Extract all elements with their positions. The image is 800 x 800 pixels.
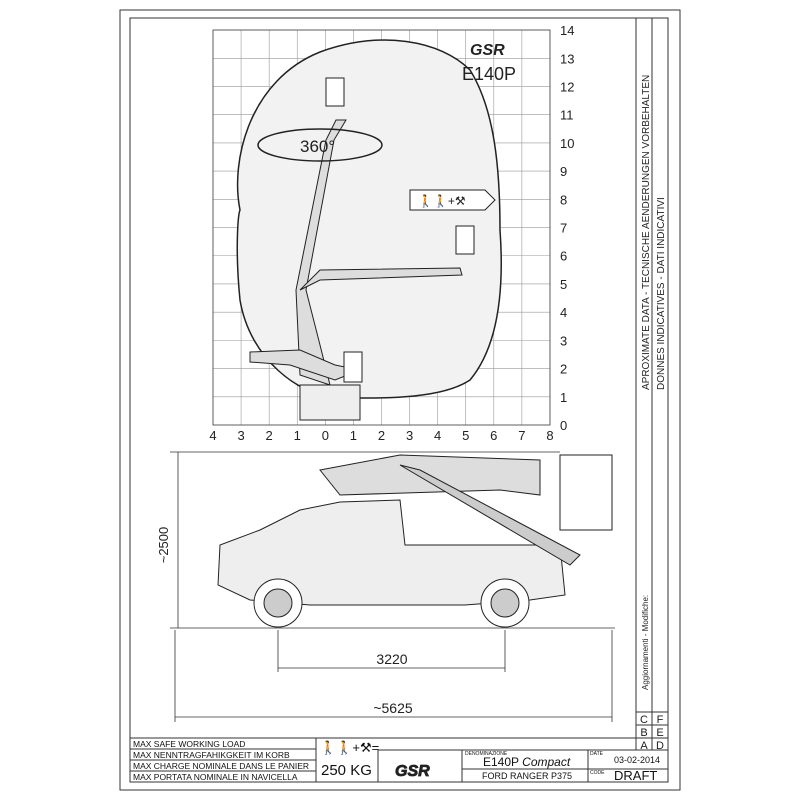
y-tick-label: 1 (560, 390, 567, 405)
boom-silhouettes (249, 77, 475, 421)
boom-vertical (295, 119, 347, 386)
load-label-fr: MAX CHARGE NOMINALE DANS LE PANIER (133, 761, 310, 771)
revision-letter: E (656, 727, 663, 739)
x-tick-label: 2 (378, 428, 385, 443)
x-tick-label: 6 (490, 428, 497, 443)
basket-top (325, 77, 345, 107)
gsr-logo: GSR (395, 763, 430, 780)
code-value: DRAFT (614, 768, 658, 783)
modifications-label: Aggiornamenti - Modifiche: (641, 595, 650, 690)
rotation-label: 360° (300, 137, 335, 156)
y-tick-label: 2 (560, 362, 567, 377)
basket-low (343, 351, 363, 383)
vehicle-name: FORD RANGER P375 (482, 771, 573, 781)
load-label-de: MAX NENNTRAGFAHIKGKEIT IM KORB (133, 750, 290, 760)
date-value: 03-02-2014 (614, 755, 661, 765)
x-tick-label: 4 (434, 428, 441, 443)
y-tick-label: 11 (560, 108, 574, 123)
boom-horizontal (299, 267, 463, 291)
height-dimension: ~2500 (156, 527, 171, 564)
x-axis-ticks: 4 3 2 1 0 1 2 3 4 5 6 7 8 (209, 428, 553, 443)
load-label-en: MAX SAFE WORKING LOAD (133, 739, 246, 749)
length-dimension: ~5625 (373, 700, 413, 716)
y-tick-label: 13 (560, 51, 574, 66)
title-block (130, 737, 668, 782)
model-label: E140P (462, 64, 516, 84)
x-tick-label: 4 (209, 428, 216, 443)
x-tick-label: 7 (518, 428, 525, 443)
y-tick-label: 8 (560, 192, 567, 207)
x-tick-label: 3 (237, 428, 244, 443)
load-label-it: MAX PORTATA NOMINALE IN NAVICELLA (133, 772, 298, 782)
side-note-2: DONNES INDICATIVES - DATI INDICATIVI (656, 197, 667, 390)
stowed-basket (559, 454, 613, 531)
x-tick-label: 3 (406, 428, 413, 443)
revision-letter: D (656, 740, 664, 752)
truck-body (217, 499, 566, 606)
y-tick-label: 3 (560, 333, 567, 348)
x-tick-label: 2 (266, 428, 273, 443)
brand-logo: GSR (470, 42, 505, 59)
model-name: E140P Compact (483, 755, 571, 769)
working-envelope (236, 39, 502, 399)
side-note-1: APROXIMATE DATA - TECNISCHE AENDERUNGEN … (641, 75, 652, 390)
y-tick-label: 10 (560, 136, 574, 151)
y-tick-label: 9 (560, 164, 567, 179)
x-tick-label: 1 (350, 428, 357, 443)
rotation-arrow-icon (257, 128, 383, 162)
basket-mid (455, 225, 475, 255)
x-tick-label: 5 (462, 428, 469, 443)
x-tick-label: 1 (294, 428, 301, 443)
inner-border (129, 17, 669, 783)
y-tick-label: 0 (560, 418, 567, 433)
revision-letter: B (640, 727, 647, 739)
revision-letter: C (640, 714, 648, 726)
vehicle-rear (299, 384, 361, 421)
x-tick-label: 8 (546, 428, 553, 443)
y-tick-label: 4 (560, 305, 567, 320)
y-tick-label: 5 (560, 277, 567, 292)
date-label: DATE (590, 751, 603, 757)
x-tick-label: 0 (322, 428, 329, 443)
wheelbase-dimension: 3220 (376, 651, 407, 667)
y-tick-label: 7 (560, 221, 567, 236)
persons-tools-icon: 🚶🚶+⚒= (320, 740, 380, 755)
dimension-lines (170, 451, 615, 722)
load-value: 250 KG (321, 762, 372, 779)
revision-letter: A (640, 740, 648, 752)
sheet-border (119, 9, 681, 791)
y-tick-label: 12 (560, 79, 574, 94)
y-tick-label: 6 (560, 249, 567, 264)
persons-tools-icon: 🚶🚶+⚒ (418, 194, 466, 208)
capacity-badge (409, 189, 496, 211)
truck-side-view (217, 454, 613, 628)
code-label: CODE (590, 770, 605, 776)
denomination-label: DENOMINAZIONE (465, 751, 508, 757)
y-tick-label: 14 (560, 23, 574, 38)
revision-letter: F (657, 714, 664, 726)
